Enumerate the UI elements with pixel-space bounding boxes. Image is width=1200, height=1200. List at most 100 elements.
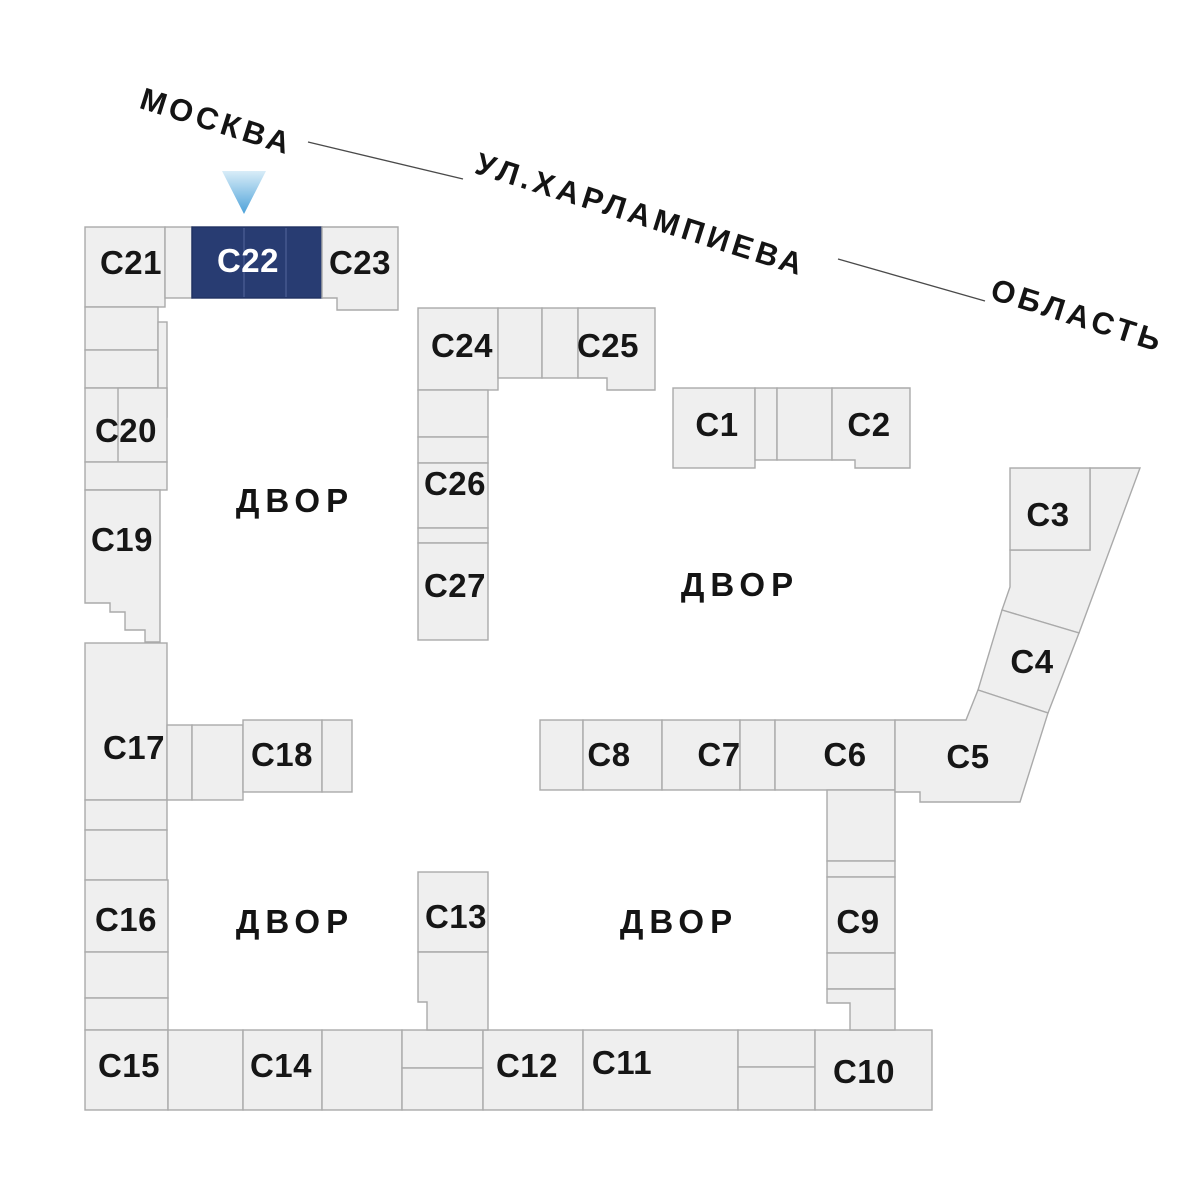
building-segment	[167, 1029, 244, 1111]
building-c22-selected[interactable]: С22	[191, 226, 323, 299]
building-c21-shape[interactable]	[84, 226, 166, 308]
building-segment	[166, 724, 193, 801]
building-c2-label: С2	[847, 406, 890, 443]
building-c6[interactable]: С6	[774, 719, 896, 791]
building-c23-shape[interactable]	[321, 226, 399, 311]
building-c6-shape[interactable]	[774, 719, 896, 791]
building-c27[interactable]: С27	[417, 542, 489, 641]
building-c13[interactable]: С13	[417, 871, 489, 953]
building-segment	[739, 719, 776, 791]
building-c7[interactable]: С7	[661, 719, 741, 791]
building-c1[interactable]: С1	[672, 387, 756, 469]
building-segment	[321, 1029, 403, 1111]
building-c21[interactable]: С21	[84, 226, 166, 308]
building-c12-shape[interactable]	[482, 1029, 584, 1111]
building-c4[interactable]: С4	[977, 609, 1080, 714]
building-segment	[826, 952, 896, 990]
building-segment	[164, 226, 193, 299]
building-c19-shape[interactable]	[84, 489, 161, 643]
building-segment	[84, 461, 168, 491]
building-c9-label: С9	[836, 903, 879, 940]
building-c9[interactable]: С9	[826, 876, 896, 954]
building-c19[interactable]: С19	[84, 489, 161, 643]
building-c5-label: С5	[946, 738, 989, 775]
building-c7-label: С7	[697, 736, 740, 773]
building-c10-shape[interactable]	[814, 1029, 933, 1111]
building-c15[interactable]: С15	[84, 1029, 169, 1111]
building-c25-label: С25	[577, 327, 639, 364]
building-c25[interactable]: С25	[577, 307, 656, 391]
building-c24-shape[interactable]	[417, 307, 499, 391]
building-c3[interactable]: С3	[1009, 467, 1091, 551]
building-c16-label: С16	[95, 901, 157, 938]
building-c26[interactable]: С26	[417, 462, 489, 529]
building-c14-shape[interactable]	[242, 1029, 323, 1111]
building-c27-shape[interactable]	[417, 542, 489, 641]
building-c11[interactable]: С11	[582, 1029, 739, 1111]
building-c13-label: С13	[425, 898, 487, 935]
building-c20[interactable]: С20	[84, 387, 168, 463]
building-segment	[401, 1029, 484, 1069]
building-c15-label: С15	[98, 1047, 160, 1084]
building-c7-shape[interactable]	[661, 719, 741, 791]
building-c25-shape[interactable]	[577, 307, 656, 391]
building-c20-label: С20	[95, 412, 157, 449]
building-c18-shape[interactable]	[242, 719, 323, 793]
building-c19-label: С19	[91, 521, 153, 558]
courtyard-label: ДВОР	[681, 566, 799, 603]
building-segment	[826, 789, 896, 862]
building-c22-shape[interactable]	[191, 226, 323, 299]
building-segment	[826, 860, 896, 878]
building-segment	[417, 436, 489, 464]
building-c26-label: С26	[424, 465, 486, 502]
building-segment	[84, 799, 168, 831]
building-c4-label: С4	[1010, 643, 1053, 680]
road-label-moscow: МОСКВА	[136, 81, 298, 162]
building-c23[interactable]: С23	[321, 226, 399, 311]
courtyard-label: ДВОР	[236, 903, 354, 940]
building-c27-label: С27	[424, 567, 486, 604]
building-segment	[737, 1066, 816, 1111]
building-c12[interactable]: С12	[482, 1029, 584, 1111]
building-segment	[826, 988, 896, 1031]
building-c8-label: С8	[587, 736, 630, 773]
building-c5[interactable]: С5	[894, 689, 1049, 803]
building-c24[interactable]: С24	[417, 307, 499, 391]
building-c9-shape[interactable]	[826, 876, 896, 954]
building-c13-shape[interactable]	[417, 871, 489, 953]
building-c3-shape[interactable]	[1009, 467, 1091, 551]
building-c5-shape[interactable]	[894, 689, 1049, 803]
courtyard-label: ДВОР	[236, 482, 354, 519]
building-c16[interactable]: С16	[84, 879, 169, 953]
road-line-left	[307, 141, 464, 180]
building-segment	[84, 829, 168, 881]
building-c6-label: С6	[823, 736, 866, 773]
building-c14-label: С14	[250, 1047, 312, 1084]
building-c2[interactable]: С2	[831, 387, 911, 469]
building-c17[interactable]: С17	[84, 642, 168, 801]
building-c22-label: С22	[217, 242, 279, 279]
building-segment	[84, 306, 159, 351]
building-c12-label: С12	[496, 1047, 558, 1084]
building-segment	[497, 307, 543, 379]
building-c17-shape[interactable]	[84, 642, 168, 801]
building-segment	[84, 349, 159, 389]
building-c18[interactable]: С18	[242, 719, 323, 793]
building-segment	[539, 719, 584, 791]
building-c11-shape[interactable]	[582, 1029, 739, 1111]
building-segment	[754, 387, 778, 461]
building-c20-shape[interactable]	[117, 387, 168, 463]
building-c10[interactable]: С10	[814, 1029, 933, 1111]
courtyard-label: ДВОР	[620, 903, 738, 940]
building-c2-shape[interactable]	[831, 387, 911, 469]
building-segment	[401, 1067, 484, 1111]
road-line-right	[837, 258, 986, 302]
building-c23-label: С23	[329, 244, 391, 281]
building-c24-label: С24	[431, 327, 493, 364]
building-c16-shape[interactable]	[84, 879, 169, 953]
building-c8-shape[interactable]	[582, 719, 663, 791]
building-c11-label: С11	[592, 1044, 652, 1081]
building-c14[interactable]: С14	[242, 1029, 323, 1111]
building-c8[interactable]: С8	[582, 719, 663, 791]
